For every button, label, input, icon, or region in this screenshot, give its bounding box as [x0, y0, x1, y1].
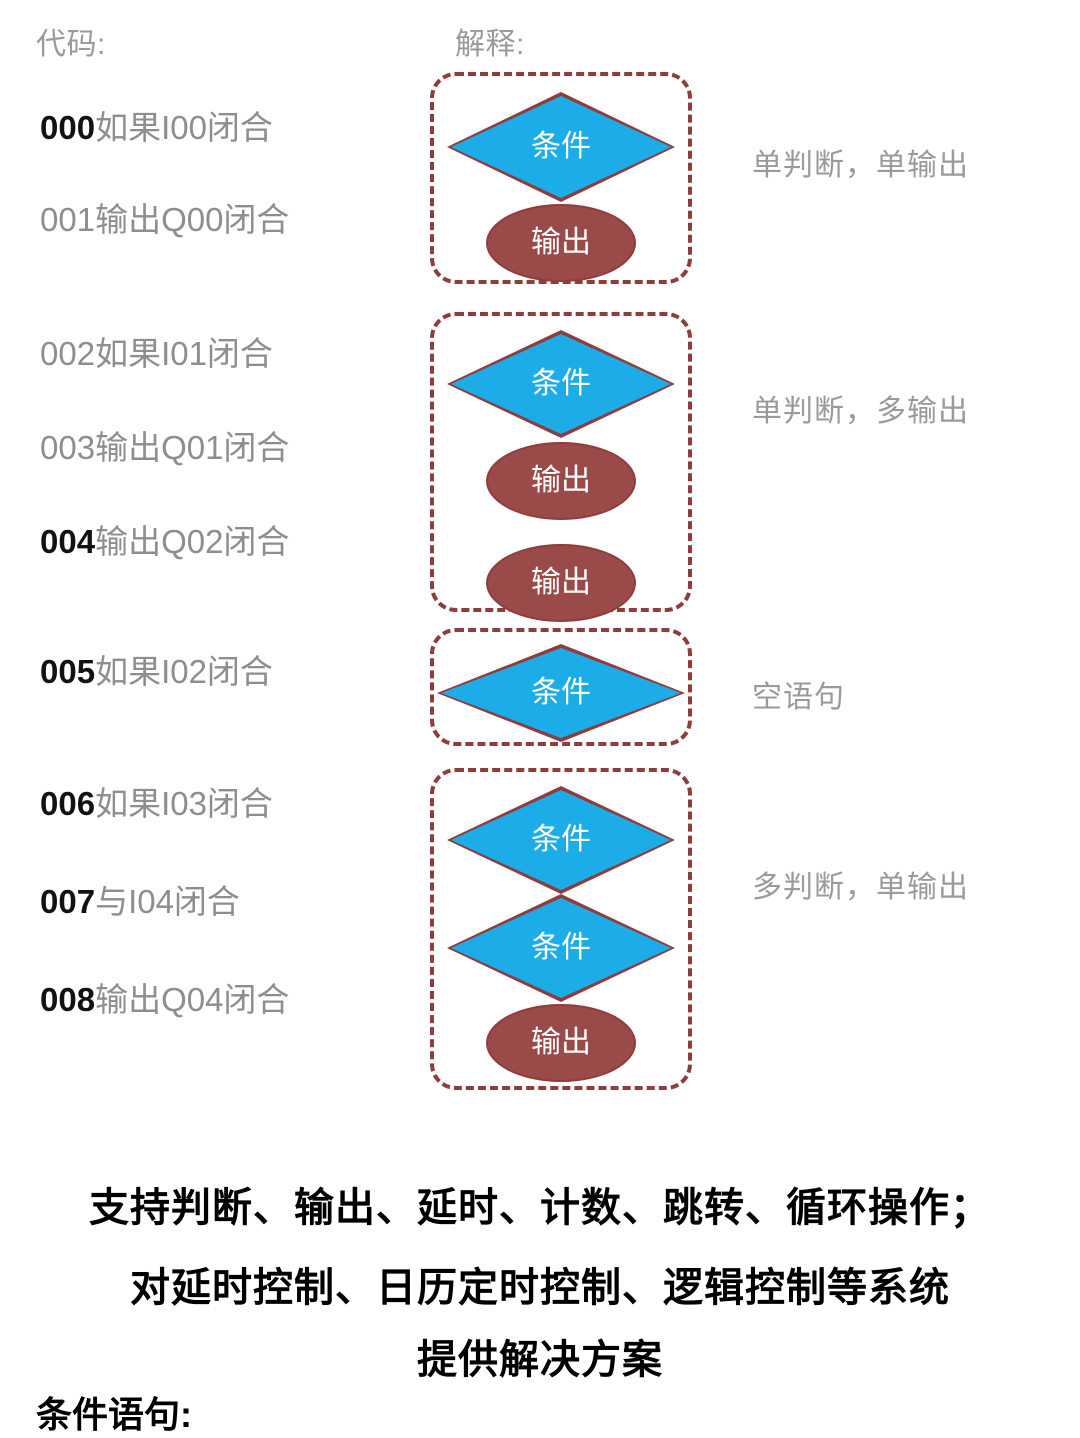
code-line: 006如果I03闭合 [40, 780, 273, 828]
output-label: 输出 [531, 1026, 591, 1059]
code-line: 008输出Q04闭合 [40, 976, 289, 1024]
code-line-number: 004 [40, 523, 96, 560]
code-line-text: 输出Q01闭合 [95, 429, 290, 466]
footer-section-label: 条件语句: [36, 1394, 192, 1435]
code-line-number: 000 [40, 109, 96, 146]
output-label: 输出 [531, 566, 591, 599]
code-line-number: 002 [40, 335, 96, 372]
code-line: 004输出Q02闭合 [40, 518, 289, 566]
output-ellipse: 输出 [486, 204, 636, 282]
code-line-number: 006 [40, 785, 96, 822]
flow-group: 条件输出 [430, 72, 692, 284]
code-line-number: 007 [40, 883, 96, 920]
output-label: 输出 [531, 464, 591, 497]
code-line-text: 与I04闭合 [95, 883, 240, 920]
code-line: 007与I04闭合 [40, 878, 240, 926]
condition-label: 条件 [531, 823, 591, 856]
code-line-number: 008 [40, 981, 96, 1018]
flow-group: 条件条件输出 [430, 768, 692, 1090]
group-annotation: 单判断，单输出 [752, 149, 969, 182]
output-ellipse: 输出 [486, 1004, 636, 1082]
condition-diamond: 条件 [447, 92, 675, 202]
summary-line: 提供解决方案 [417, 1338, 663, 1382]
output-ellipse: 输出 [486, 544, 636, 622]
code-line-text: 输出Q00闭合 [95, 201, 290, 238]
code-line-number: 005 [40, 653, 96, 690]
output-ellipse: 输出 [486, 442, 636, 520]
code-line-number: 001 [40, 201, 96, 238]
code-line-text: 输出Q02闭合 [95, 523, 290, 560]
code-line: 005如果I02闭合 [40, 648, 273, 696]
group-annotation: 空语句 [752, 681, 845, 714]
group-annotation: 多判断，单输出 [752, 871, 969, 904]
condition-label: 条件 [531, 931, 591, 964]
condition-diamond: 条件 [437, 644, 685, 742]
summary-line: 对延时控制、日历定时控制、逻辑控制等系统 [130, 1266, 950, 1310]
code-line-text: 输出Q04闭合 [95, 981, 290, 1018]
code-line: 000如果I00闭合 [40, 104, 273, 152]
code-line-text: 如果I03闭合 [95, 785, 273, 822]
group-annotation: 单判断，多输出 [752, 395, 969, 428]
flow-group: 条件输出输出 [430, 312, 692, 622]
code-line: 003输出Q01闭合 [40, 424, 289, 472]
code-line-text: 如果I00闭合 [95, 109, 273, 146]
condition-diamond: 条件 [447, 330, 675, 438]
code-line-number: 003 [40, 429, 96, 466]
explanation-column-header: 解释: [455, 28, 525, 61]
condition-diamond: 条件 [447, 786, 675, 894]
condition-label: 条件 [531, 130, 591, 163]
condition-label: 条件 [531, 367, 591, 400]
output-label: 输出 [531, 226, 591, 259]
condition-label: 条件 [531, 676, 591, 709]
summary-line: 支持判断、输出、延时、计数、跳转、循环操作； [89, 1186, 991, 1230]
code-line: 001输出Q00闭合 [40, 196, 289, 244]
code-line-text: 如果I02闭合 [95, 653, 273, 690]
condition-diamond: 条件 [447, 894, 675, 1002]
code-line-text: 如果I01闭合 [95, 335, 273, 372]
code-column-header: 代码: [36, 28, 106, 61]
code-line: 002如果I01闭合 [40, 330, 273, 378]
flow-group: 条件 [430, 628, 692, 746]
